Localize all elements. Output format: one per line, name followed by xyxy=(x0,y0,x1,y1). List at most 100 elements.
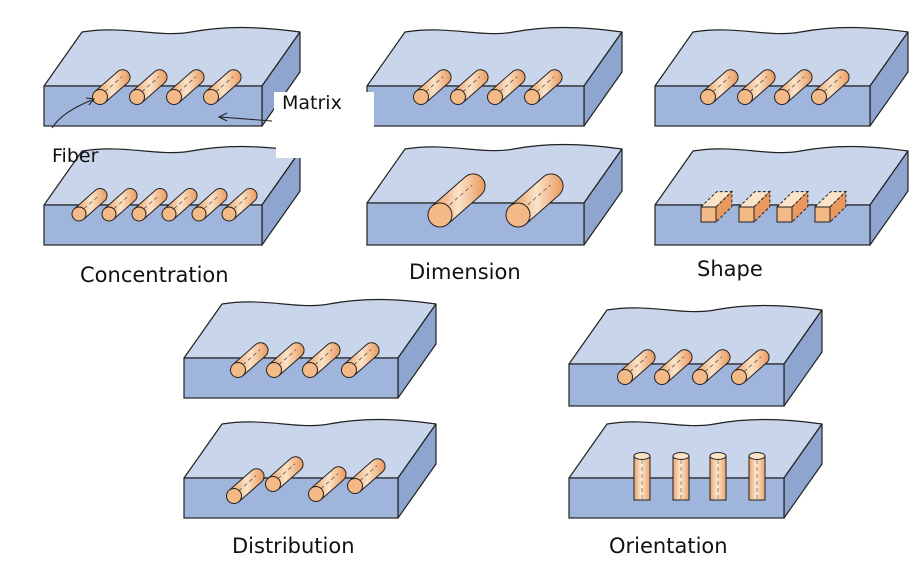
fiber xyxy=(617,349,656,385)
fiber xyxy=(71,188,108,222)
fiber xyxy=(347,458,386,494)
fiber-end xyxy=(266,362,282,378)
fiber-dash xyxy=(781,76,805,97)
fiber-dash xyxy=(272,463,296,484)
vertical-fiber xyxy=(709,452,727,501)
square-fiber-side xyxy=(715,190,733,224)
fiber-dash xyxy=(237,349,261,370)
fiber-dash xyxy=(210,76,234,97)
fiber xyxy=(427,173,486,228)
matrix-top-face xyxy=(366,26,623,87)
block-dimension-bottom xyxy=(366,143,623,246)
fiber-end xyxy=(347,478,363,494)
fiber-end xyxy=(737,89,753,105)
fiber xyxy=(774,69,813,105)
vertical-fiber xyxy=(748,452,766,501)
fiber xyxy=(731,349,770,385)
fiber-dash xyxy=(108,194,130,214)
fiber-dash xyxy=(99,76,123,97)
matrix-top-face xyxy=(43,26,301,87)
block-distribution-top xyxy=(183,298,437,399)
square-fiber-side xyxy=(791,190,809,224)
fiber-dash xyxy=(233,475,257,496)
vertical-fiber xyxy=(672,452,690,501)
block-orientation-top xyxy=(568,304,823,407)
square-fiber-side xyxy=(753,190,771,224)
fiber-end xyxy=(692,369,708,385)
fiber xyxy=(505,173,564,228)
fiber-end xyxy=(101,206,117,222)
matrix-arrow xyxy=(219,116,273,122)
vertical-fiber xyxy=(633,452,651,501)
fiber-end xyxy=(427,202,453,228)
fiber-end xyxy=(161,206,177,222)
fiber-dash xyxy=(138,194,160,214)
square-fiber-end xyxy=(814,206,831,223)
fiber-label: Fiber xyxy=(52,145,99,167)
fiber-dash xyxy=(420,76,444,97)
fiber xyxy=(191,188,228,222)
caption-shape: Shape xyxy=(697,257,763,281)
fiber-end xyxy=(308,486,324,502)
fiber-end xyxy=(700,89,716,105)
square-fiber-end xyxy=(776,206,793,223)
caption-concentration: Concentration xyxy=(80,263,229,287)
fiber xyxy=(161,188,198,222)
fiber-end xyxy=(505,202,531,228)
fiber xyxy=(737,69,776,105)
fiber-end xyxy=(230,362,246,378)
square-fiber xyxy=(699,190,734,224)
square-fiber xyxy=(813,190,848,224)
fiber xyxy=(413,69,452,105)
fiber-end xyxy=(265,476,281,492)
matrix-front-face xyxy=(366,202,585,246)
fiber xyxy=(101,188,138,222)
fiber-end xyxy=(221,206,237,222)
fiber xyxy=(203,69,242,105)
fiber-end xyxy=(524,89,540,105)
caption-distribution: Distribution xyxy=(232,534,355,558)
matrix-label: Matrix xyxy=(282,92,342,114)
fiber-dash xyxy=(309,349,333,370)
fiber-dash xyxy=(738,356,762,377)
fiber-end xyxy=(131,206,147,222)
fiber-end xyxy=(92,89,108,105)
block-concentration-bottom xyxy=(43,145,301,246)
fiber-end xyxy=(226,488,242,504)
fiber xyxy=(524,69,563,105)
fiber-dash xyxy=(228,194,250,214)
vertical-fiber-cap xyxy=(709,452,727,460)
fiber-dash xyxy=(457,76,481,97)
fiber xyxy=(226,468,265,504)
fiber-end xyxy=(811,89,827,105)
vertical-fiber-cap xyxy=(672,452,690,460)
matrix-top-face xyxy=(183,418,437,479)
fiber xyxy=(265,456,304,492)
fiber xyxy=(450,69,489,105)
fiber xyxy=(302,342,341,378)
block-concentration-top xyxy=(43,26,301,127)
matrix-top-face xyxy=(654,26,909,87)
fiber-dash xyxy=(173,76,197,97)
fiber xyxy=(230,342,269,378)
square-fiber xyxy=(775,190,810,224)
fiber-dash xyxy=(198,194,220,214)
matrix-arrowhead xyxy=(217,112,228,122)
fiber-dash xyxy=(624,356,648,377)
fiber xyxy=(129,69,168,105)
fiber-end xyxy=(654,369,670,385)
fiber-dash xyxy=(354,465,378,486)
fiber-dash xyxy=(531,76,555,97)
fiber-dash xyxy=(818,76,842,97)
block-orientation-bottom xyxy=(568,418,823,519)
block-shape-top xyxy=(654,26,909,127)
fiber-end xyxy=(166,89,182,105)
fiber-end xyxy=(617,369,633,385)
fiber-end xyxy=(71,206,87,222)
fiber-end xyxy=(487,89,503,105)
fiber-end xyxy=(413,89,429,105)
caption-dimension: Dimension xyxy=(409,260,521,284)
fiber-end xyxy=(774,89,790,105)
